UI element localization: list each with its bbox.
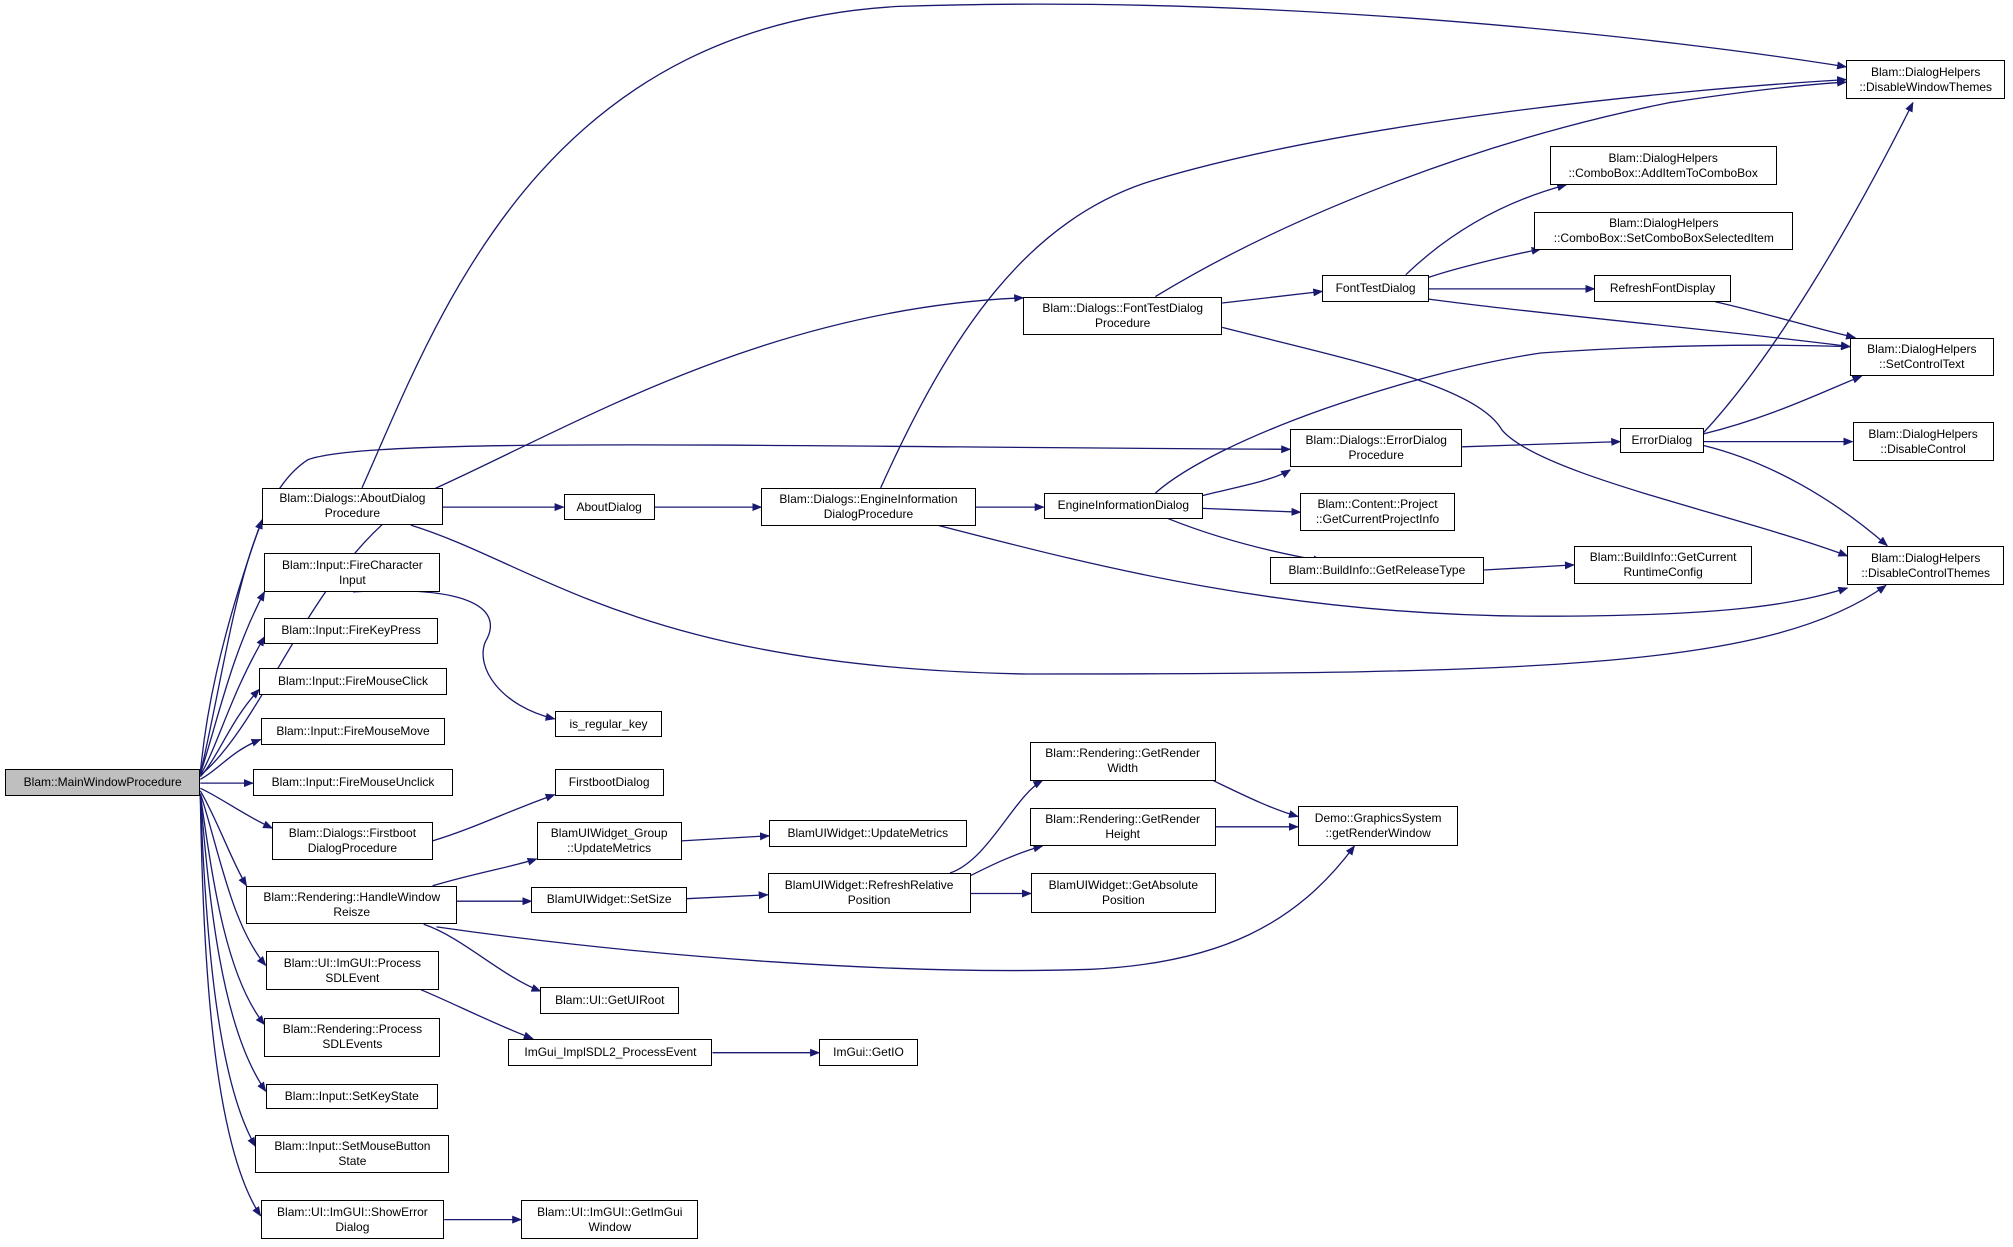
edge-enginedialog-getrelease (1168, 518, 1324, 564)
edge-handleresize-groupupdate (432, 857, 538, 887)
node-engine-information-dialog[interactable]: EngineInformationDialog (1043, 492, 1203, 519)
edge-main-errorproc (199, 444, 1292, 775)
edge-refreshrel-renderwidth (949, 780, 1044, 874)
node-show-error-dialog[interactable]: Blam::UI::ImGUI::ShowError Dialog (260, 1200, 445, 1239)
edge-fonttest-additem (1405, 183, 1568, 276)
node-main-window-procedure[interactable]: Blam::MainWindowProcedure (5, 768, 201, 796)
edge-main-aboutproc (199, 518, 263, 773)
edge-errordialog-disablecontrolthemes (1703, 444, 1888, 547)
edge-main-firechar (199, 590, 266, 775)
edge-fonttestproc-fonttest (1222, 288, 1324, 304)
node-handle-window-resize[interactable]: Blam::Rendering::HandleWindow Reisze (246, 885, 458, 925)
edge-handleresize-getrenderwin (436, 845, 1355, 972)
node-imgui-sdl2-process-event[interactable]: ImGui_ImplSDL2_ProcessEvent (508, 1038, 713, 1066)
node-set-mouse-button-state[interactable]: Blam::Input::SetMouseButton State (255, 1134, 450, 1174)
node-font-test-dialog[interactable]: FontTestDialog (1322, 274, 1429, 302)
edge-refreshrel-renderheight (970, 844, 1044, 877)
edge-main-setkeystate (199, 795, 267, 1093)
node-imgui-get-io[interactable]: ImGui::GetIO (819, 1038, 918, 1066)
edge-groupupdate-widgetupdate (681, 832, 770, 842)
edge-main-handleresize (199, 790, 248, 887)
node-get-absolute-position[interactable]: BlamUIWidget::GetAbsolute Position (1030, 872, 1216, 913)
edge-firstbootproc-firstbootdialog (432, 793, 556, 842)
node-get-current-project-info[interactable]: Blam::Content::Project ::GetCurrentProje… (1300, 492, 1455, 532)
node-disable-window-themes[interactable]: Blam::DialogHelpers ::DisableWindowTheme… (1846, 60, 2006, 99)
node-group-update-metrics[interactable]: BlamUIWidget_Group ::UpdateMetrics (536, 821, 682, 861)
node-add-item-to-combo-box[interactable]: Blam::DialogHelpers ::ComboBox::AddItemT… (1549, 146, 1777, 185)
edge-fonttestproc-disablecontrolthemes (1222, 326, 1849, 557)
edge-getrelease-getruntime (1484, 561, 1575, 571)
edge-main-showerror (199, 795, 262, 1217)
node-about-dialog-procedure[interactable]: Blam::Dialogs::AboutDialog Procedure (261, 487, 443, 526)
node-get-render-window[interactable]: Demo::GraphicsSystem ::getRenderWindow (1297, 806, 1459, 847)
node-get-render-width[interactable]: Blam::Rendering::GetRender Width (1029, 742, 1216, 781)
edge-aboutproc-disablethemes (361, 3, 1848, 489)
edge-refreshfont-setcontroltext (1715, 301, 1857, 340)
node-font-test-dialog-procedure[interactable]: Blam::Dialogs::FontTestDialog Procedure (1023, 296, 1223, 336)
node-get-release-type[interactable]: Blam::BuildInfo::GetReleaseType (1269, 557, 1485, 585)
node-set-key-state[interactable]: Blam::Input::SetKeyState (265, 1083, 438, 1110)
node-error-dialog-procedure[interactable]: Blam::Dialogs::ErrorDialog Procedure (1290, 428, 1463, 468)
node-get-ui-root[interactable]: Blam::UI::GetUIRoot (540, 987, 680, 1015)
node-fire-character-input[interactable]: Blam::Input::FireCharacter Input (264, 553, 441, 592)
node-is-regular-key[interactable]: is_regular_key (554, 711, 663, 737)
node-get-render-height[interactable]: Blam::Rendering::GetRender Height (1029, 807, 1216, 846)
node-disable-control[interactable]: Blam::DialogHelpers ::DisableControl (1852, 422, 1994, 461)
node-widget-set-size[interactable]: BlamUIWidget::SetSize (531, 887, 687, 913)
edge-aboutproc-disablecontrolthemes (410, 524, 1887, 675)
edge-fonttestproc-disablethemes (1155, 78, 1848, 298)
edge-main-mousemove (200, 738, 262, 780)
edge-firechar-isregular (352, 590, 556, 721)
node-fire-mouse-unclick[interactable]: Blam::Input::FireMouseUnclick (252, 768, 454, 796)
node-get-current-runtime-config[interactable]: Blam::BuildInfo::GetCurrent RuntimeConfi… (1573, 545, 1753, 585)
edge-enginedialog-setcontroltext (1154, 342, 1851, 494)
node-fire-mouse-click[interactable]: Blam::Input::FireMouseClick (259, 667, 447, 695)
edge-setsize-refreshrel (686, 891, 769, 900)
edge-errordialog-setcontroltext (1703, 375, 1863, 435)
node-set-control-text[interactable]: Blam::DialogHelpers ::SetControlText (1849, 337, 1994, 377)
edge-enginedialog-errorproc (1202, 469, 1292, 497)
edge-main-firstbootproc (200, 787, 274, 829)
edge-renderwidth-getrenderwin (1212, 780, 1299, 818)
edge-errorproc-errordialog (1462, 437, 1622, 448)
node-rendering-process-sdl-events[interactable]: Blam::Rendering::Process SDLEvents (264, 1018, 441, 1057)
edge-errordialog-disablethemes (1703, 101, 1914, 434)
node-disable-control-themes[interactable]: Blam::DialogHelpers ::DisableControlThem… (1847, 545, 2004, 586)
node-engine-information-dialog-procedure[interactable]: Blam::Dialogs::EngineInformation DialogP… (761, 487, 976, 527)
edge-handleresize-getuiroot (423, 923, 542, 992)
node-error-dialog[interactable]: ErrorDialog (1620, 427, 1704, 454)
node-refresh-relative-position[interactable]: BlamUIWidget::RefreshRelative Position (767, 872, 971, 913)
edge-main-firekey (199, 635, 266, 776)
node-firstboot-dialog-procedure[interactable]: Blam::Dialogs::Firstboot DialogProcedure (272, 821, 433, 861)
node-widget-update-metrics[interactable]: BlamUIWidget::UpdateMetrics (768, 820, 967, 848)
node-imgui-process-sdl-event[interactable]: Blam::UI::ImGUI::Process SDLEvent (265, 951, 440, 990)
edge-main-setmouse (199, 795, 257, 1148)
edge-enginedialog-getproject (1202, 507, 1302, 516)
node-about-dialog[interactable]: AboutDialog (563, 494, 655, 520)
edge-main-imguiprocess (199, 793, 267, 967)
node-firstboot-dialog[interactable]: FirstbootDialog (554, 768, 664, 796)
node-refresh-font-display[interactable]: RefreshFontDisplay (1594, 274, 1731, 302)
edge-main-fonttestproc (199, 294, 1025, 776)
edge-engineproc-disablecontrolthemes (937, 524, 1849, 617)
edge-engineproc-disablethemes (880, 76, 1848, 489)
node-fire-key-press[interactable]: Blam::Input::FireKeyPress (264, 617, 438, 645)
edge-main-mouseclick (199, 688, 260, 778)
node-fire-mouse-move[interactable]: Blam::Input::FireMouseMove (260, 717, 446, 745)
edge-imguiprocess-sdl2process (420, 989, 534, 1040)
node-get-imgui-window[interactable]: Blam::UI::ImGUI::GetImGui Window (521, 1200, 699, 1239)
node-set-combo-box-selected-item[interactable]: Blam::DialogHelpers ::ComboBox::SetCombo… (1534, 211, 1794, 251)
edge-fonttest-setcontroltext (1428, 298, 1851, 350)
edge-fonttest-setcombosel (1428, 246, 1542, 278)
edge-main-renderprocess (199, 794, 266, 1026)
